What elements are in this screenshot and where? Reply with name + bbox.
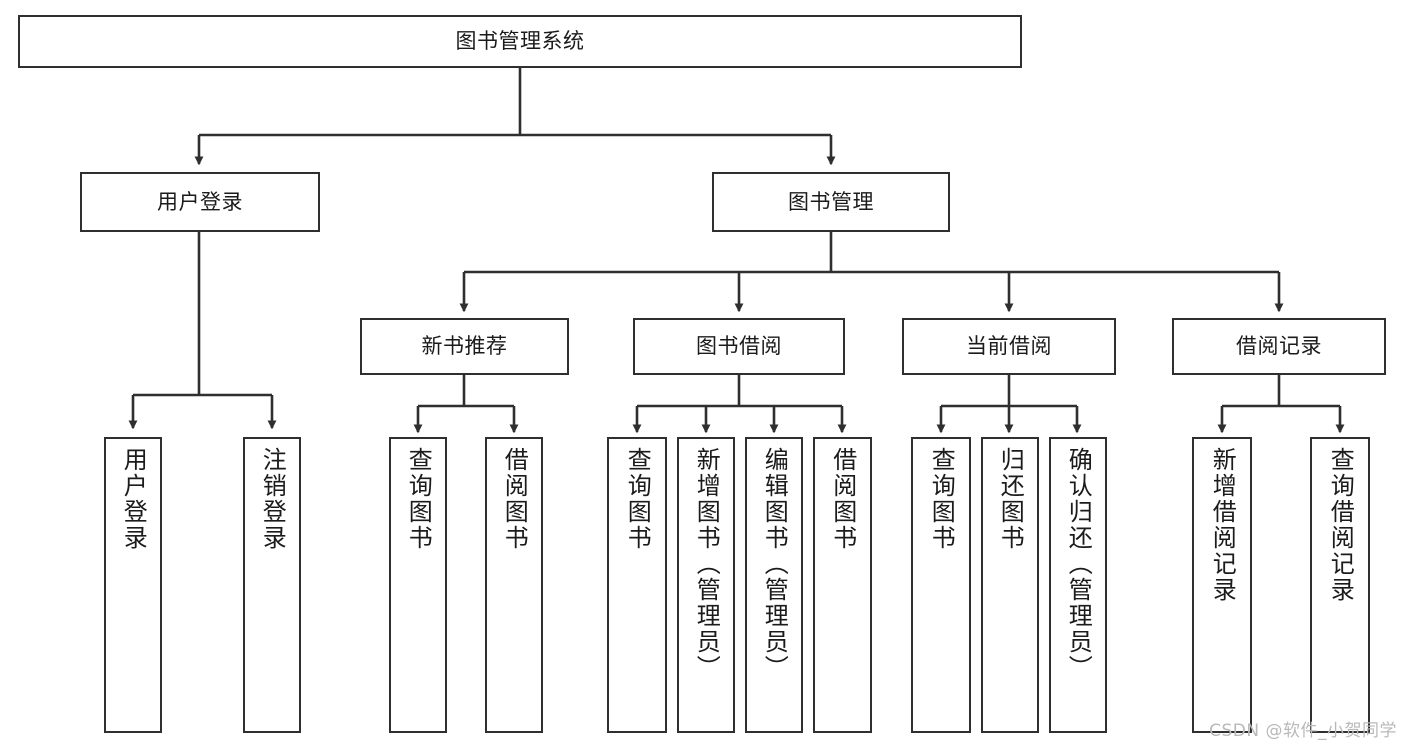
node-label: 新增图书（管理员） [692,447,721,681]
node-label: 图书管理系统 [455,29,585,54]
leaf-query-book-borrow[interactable]: 查询图书 [607,437,667,733]
leaf-user-login[interactable]: 用户登录 [104,437,162,733]
node-label: 新书推荐 [421,334,508,359]
node-label: 借阅记录 [1236,334,1322,359]
node-label: 确认归还（管理员） [1064,447,1093,681]
node-label: 图书管理 [788,189,874,214]
node-label: 新增借阅记录 [1208,447,1237,603]
leaf-confirm-return-admin[interactable]: 确认归还（管理员） [1049,437,1107,733]
node-label: 归还图书 [996,447,1025,551]
leaf-query-book-current[interactable]: 查询图书 [911,437,971,733]
node-book-borrow[interactable]: 图书借阅 [633,318,845,375]
node-label: 用户登录 [157,189,243,214]
node-label: 查询图书 [927,447,956,551]
node-book-management[interactable]: 图书管理 [712,172,950,232]
node-label: 查询图书 [404,447,433,551]
leaf-add-borrow-record[interactable]: 新增借阅记录 [1192,437,1252,733]
node-label: 查询图书 [623,447,652,551]
node-label: 用户登录 [119,447,148,551]
node-label: 注销登录 [258,447,287,551]
node-label: 查询借阅记录 [1326,447,1355,603]
node-borrow-record[interactable]: 借阅记录 [1172,318,1386,375]
node-label: 借阅图书 [500,447,529,551]
node-label: 图书借阅 [696,334,782,359]
node-current-borrow[interactable]: 当前借阅 [902,318,1116,375]
leaf-query-borrow-record[interactable]: 查询借阅记录 [1310,437,1370,733]
node-label: 编辑图书（管理员） [760,447,789,681]
leaf-edit-book-admin[interactable]: 编辑图书（管理员） [745,437,803,733]
node-user-login[interactable]: 用户登录 [80,172,320,232]
csdn-watermark: CSDN @软件_小贺同学 [1209,721,1397,741]
leaf-query-book-recommend[interactable]: 查询图书 [389,437,447,733]
leaf-return-book[interactable]: 归还图书 [981,437,1039,733]
leaf-logout[interactable]: 注销登录 [243,437,301,733]
node-root-book-management-system[interactable]: 图书管理系统 [18,15,1022,68]
leaf-borrow-book-recommend[interactable]: 借阅图书 [485,437,543,733]
leaf-add-book-admin[interactable]: 新增图书（管理员） [677,437,735,733]
node-label: 借阅图书 [828,447,857,551]
leaf-borrow-book[interactable]: 借阅图书 [813,437,872,733]
node-label: 当前借阅 [966,334,1052,359]
node-new-book-recommend[interactable]: 新书推荐 [360,318,569,375]
